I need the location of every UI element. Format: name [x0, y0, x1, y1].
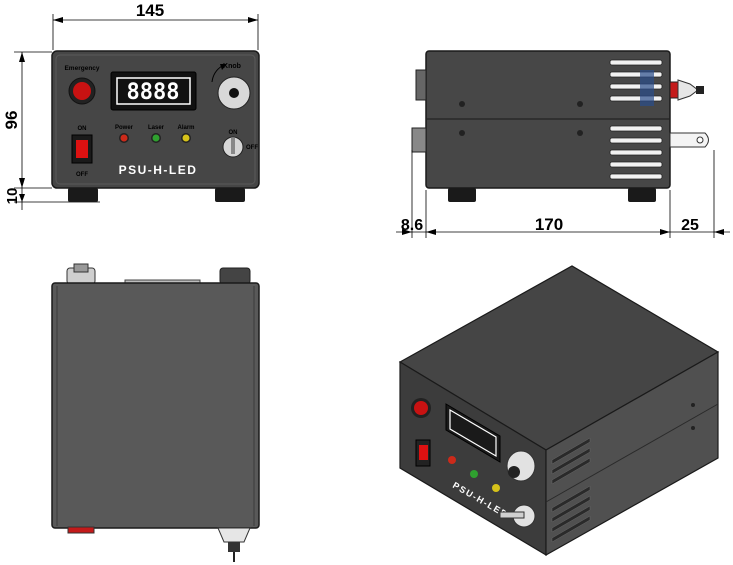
side-view: 8.6 170 25	[396, 50, 730, 238]
emergency-label: Emergency	[64, 65, 99, 72]
dim-96-label: 96	[2, 111, 21, 130]
switch-off-label: OFF	[76, 172, 88, 178]
front-foot-left	[68, 188, 98, 202]
key-off-label: OFF	[246, 145, 258, 151]
dimension-width: 145	[52, 1, 259, 50]
top-body	[51, 282, 260, 529]
laser-led-label: Laser	[148, 125, 165, 131]
dim-10-label: 10	[4, 188, 21, 205]
dim-145-label: 145	[136, 1, 164, 20]
power-led	[120, 134, 128, 142]
top-view	[51, 263, 260, 562]
display-digits: 8888	[127, 80, 180, 105]
key-on-label: ON	[229, 130, 238, 136]
power-led-label: Power	[115, 125, 134, 131]
alarm-led-label: Alarm	[177, 125, 194, 131]
dim-25-label: 25	[681, 217, 699, 234]
iso-emergency-button	[414, 401, 428, 415]
rear-connector	[669, 81, 679, 99]
iso-display	[445, 403, 501, 463]
isometric-view: PSU-H-LED	[398, 265, 720, 557]
brand-label: PSU-H-LED	[119, 163, 198, 177]
dimension-foot: 10	[4, 188, 100, 210]
dimension-height: 96	[2, 51, 52, 189]
front-panel	[51, 50, 260, 189]
laser-led	[152, 134, 160, 142]
power-switch[interactable]	[76, 140, 88, 158]
led-display	[110, 71, 197, 111]
front-foot-right	[215, 188, 245, 202]
front-view: 145 96 10 Emergency 8888	[2, 1, 260, 210]
dim-170-label: 170	[535, 215, 563, 234]
alarm-led	[182, 134, 190, 142]
knob-label: Knob	[223, 63, 241, 70]
emergency-button[interactable]	[73, 82, 91, 100]
switch-on-label: ON	[78, 126, 87, 132]
dim-8-6-label: 8.6	[401, 217, 423, 234]
